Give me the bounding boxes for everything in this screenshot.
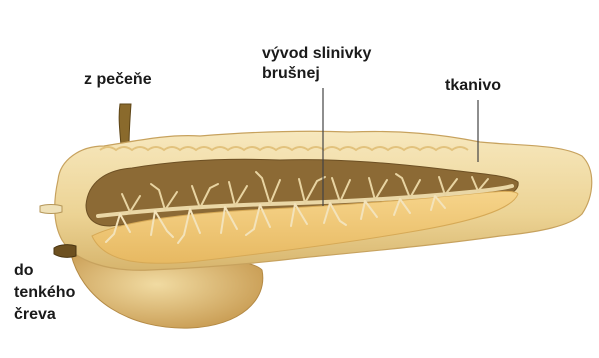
label-to-intestine-line3: čreva	[14, 305, 56, 325]
label-from-liver: z pečeňe	[84, 70, 152, 90]
label-to-intestine-line2: tenkého	[14, 283, 75, 303]
accessory-duct-stub	[40, 205, 62, 214]
label-pancreatic-duct-line2: brušnej	[262, 64, 320, 84]
label-tissue: tkanivo	[445, 76, 501, 96]
duct-to-intestine	[54, 245, 76, 258]
label-to-intestine-line1: do	[14, 261, 34, 281]
bile-duct-from-liver	[119, 104, 131, 146]
label-pancreatic-duct-line1: vývod slinivky	[262, 44, 371, 64]
